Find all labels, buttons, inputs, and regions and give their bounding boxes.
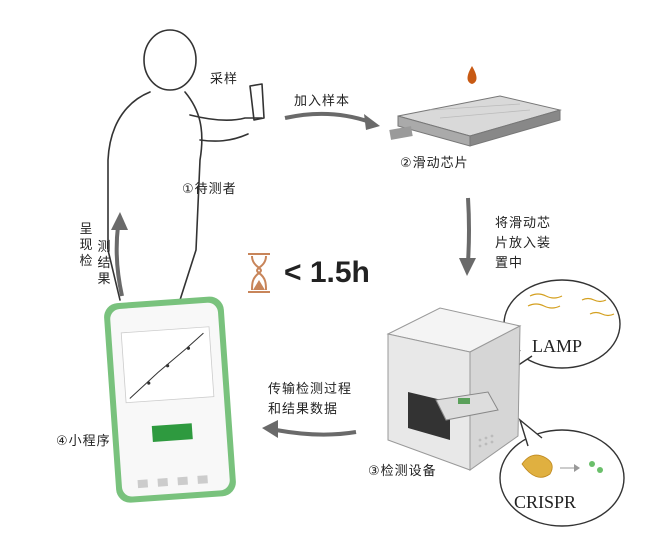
person-torso bbox=[107, 91, 151, 301]
duration-label: < 1.5h bbox=[284, 256, 370, 289]
insert-line-3: 置中 bbox=[495, 256, 524, 271]
person-head bbox=[143, 29, 197, 91]
person-label: ①待测者 bbox=[182, 182, 237, 197]
lamp-label: LAMP bbox=[532, 336, 583, 356]
person-forearm bbox=[199, 133, 249, 142]
sampling-label: 采样 bbox=[210, 72, 239, 87]
person-back bbox=[179, 91, 203, 301]
app-label: ④小程序 bbox=[56, 434, 111, 449]
insert-line-1: 将滑动芯 bbox=[495, 216, 552, 231]
crispr-label: CRISPR bbox=[514, 492, 577, 512]
person-arm bbox=[189, 114, 263, 121]
show-results-col-1: 呈现检 bbox=[79, 222, 93, 269]
device-label: ③检测设备 bbox=[368, 464, 437, 479]
chip-label: ②滑动芯片 bbox=[400, 156, 469, 171]
show-results-col-2: 测结果 bbox=[97, 240, 111, 287]
transfer-line-2: 和结果数据 bbox=[268, 402, 339, 417]
add-sample-label: 加入样本 bbox=[294, 94, 351, 109]
transfer-line-1: 传输检测过程 bbox=[268, 382, 353, 397]
sample-tube bbox=[249, 83, 265, 121]
insert-line-2: 片放入装 bbox=[495, 236, 552, 251]
